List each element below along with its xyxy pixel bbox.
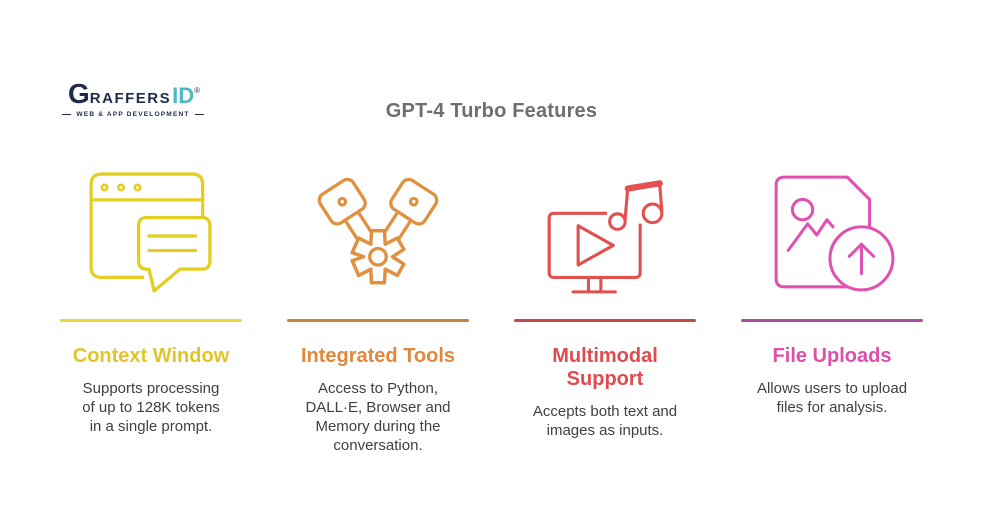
feature-title: Integrated Tools: [300, 345, 456, 367]
feature-divider: [741, 319, 923, 322]
logo-letter-g: G: [68, 78, 90, 109]
browser-chat-bubble-icon: [60, 152, 242, 316]
feature-description: Accepts both text and images as inputs.: [532, 403, 678, 439]
logo-text-id: ID: [172, 83, 195, 108]
feature-integrated-tools: Integrated Tools Access to Python, DALL·…: [287, 152, 469, 456]
logo-tagline: WEB & APP DEVELOPMENT: [68, 111, 198, 118]
pistons-gear-icon: [287, 152, 469, 316]
feature-divider: [287, 319, 469, 322]
monitor-play-music-icon: [514, 152, 696, 316]
feature-description: Access to Python, DALL·E, Browser and Me…: [305, 380, 451, 454]
feature-multimodal-support: Multimodal Support Accepts both text and…: [514, 152, 696, 456]
feature-divider: [60, 319, 242, 322]
feature-context-window: Context Window Supports processing of up…: [60, 152, 242, 456]
registered-trademark-icon: ®: [194, 86, 201, 95]
feature-divider: [514, 319, 696, 322]
feature-description: Allows users to upload files for analysi…: [756, 380, 908, 416]
logo-text-raffers: RAFFERS: [89, 90, 172, 107]
feature-title: File Uploads: [772, 345, 892, 367]
file-upload-icon: [741, 152, 923, 316]
page-title: GPT-4 Turbo Features: [385, 100, 598, 122]
features-grid: Context Window Supports processing of up…: [60, 152, 923, 456]
feature-title: Multimodal Support: [552, 345, 658, 390]
feature-title: Context Window: [72, 345, 230, 367]
feature-description: Supports processing of up to 128K tokens…: [82, 380, 220, 435]
feature-file-uploads: File Uploads Allows users to upload file…: [741, 152, 923, 456]
